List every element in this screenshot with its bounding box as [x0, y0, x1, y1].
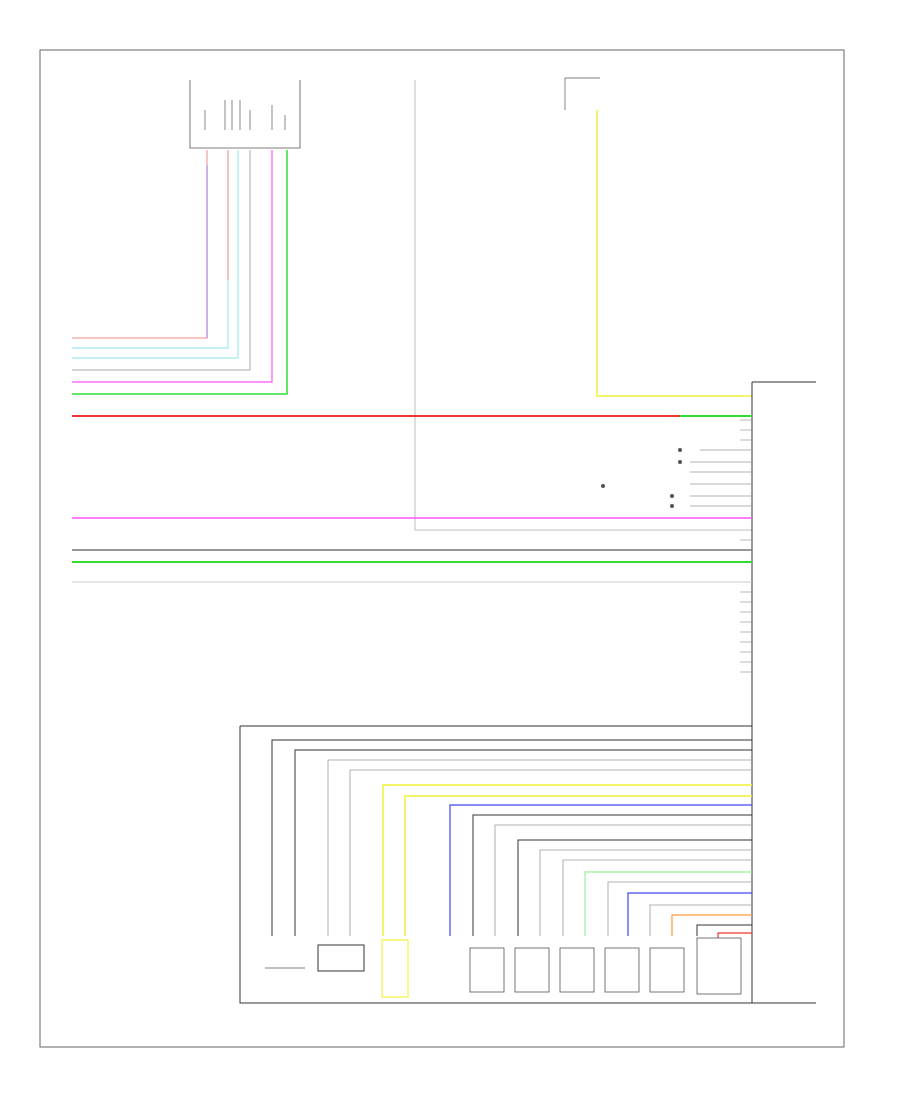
- sensor-3: [469, 947, 505, 993]
- sensor-6: [604, 947, 640, 993]
- lower-wire-3: [327, 759, 752, 936]
- wire-cyan-1: [72, 150, 229, 349]
- sensor-yellow: [381, 939, 409, 998]
- lower-wire-orange: [671, 914, 752, 936]
- wire-red-light: [72, 150, 208, 339]
- wire-cyan-2: [72, 150, 239, 359]
- lower-wire-1: [271, 739, 752, 936]
- wire-pink: [72, 150, 273, 383]
- lower-wire-8: [539, 849, 752, 936]
- sensor-8: [696, 937, 742, 995]
- top-right-feed: [564, 77, 752, 397]
- sensor-5: [559, 947, 595, 993]
- ecu-stub-wires: [601, 448, 752, 508]
- lower-wire-blue-2: [627, 892, 752, 936]
- wire-green: [72, 150, 288, 395]
- lower-wire-green: [584, 871, 752, 936]
- sensor-4: [514, 947, 550, 993]
- lower-sensor-block: [239, 725, 752, 1004]
- lower-wire-yellow-1: [382, 784, 752, 936]
- lower-wire-2: [294, 749, 752, 936]
- lower-wire-4: [349, 769, 752, 936]
- sensor-7: [649, 947, 685, 993]
- wire-yellow-feed: [596, 110, 752, 397]
- top-left-harness: [72, 150, 288, 395]
- lower-wire-11: [649, 904, 752, 936]
- ecu-pin-ticks: [740, 419, 752, 673]
- lower-wire-10: [607, 881, 752, 936]
- lower-wire-blue-1: [449, 804, 752, 936]
- lower-wire-black: [696, 924, 752, 936]
- lower-wire-5: [472, 814, 752, 936]
- lower-wire-yellow-2: [404, 795, 752, 936]
- top-left-connector: [189, 80, 301, 149]
- sensor-2: [317, 944, 365, 972]
- diagram-border: [39, 49, 845, 1048]
- wire-gray: [72, 150, 251, 371]
- lower-wire-9: [562, 859, 752, 936]
- lower-wire-red: [717, 932, 752, 938]
- ecu-block: [751, 381, 816, 1004]
- top-middle-switch: [414, 80, 752, 531]
- main-horizontal-wires: [72, 415, 752, 583]
- lower-wire-6: [494, 824, 752, 936]
- lower-wire-7: [517, 839, 752, 936]
